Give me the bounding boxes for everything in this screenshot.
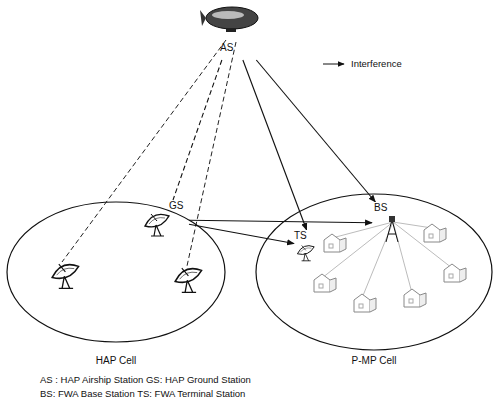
cell-outline	[7, 202, 225, 342]
node-label: AS	[220, 42, 233, 54]
link-line	[173, 60, 222, 200]
legend-text: Interference	[351, 58, 402, 69]
dish-antenna	[297, 245, 314, 260]
radio-link	[393, 222, 432, 228]
node-shape	[254, 192, 494, 368]
node-label: TS	[294, 230, 307, 242]
cell-region: P-MP Cell TS BS	[254, 192, 494, 368]
building	[404, 289, 426, 307]
radio-link	[322, 222, 393, 278]
station: TS	[294, 230, 332, 264]
station: GS	[143, 200, 189, 240]
interference-arrow	[189, 220, 372, 222]
station: BS	[372, 202, 414, 244]
dish-antenna	[52, 264, 78, 288]
airship	[200, 7, 258, 32]
building	[354, 294, 376, 312]
legend-sample	[322, 59, 346, 69]
node-label: BS	[374, 202, 387, 214]
cell-region: HAP Cell GS	[5, 200, 227, 368]
dish-antenna	[145, 214, 169, 236]
interference-arrow	[243, 60, 307, 230]
abbreviation-note: AS : HAP Airship Station GS: HAP Ground …	[40, 374, 251, 386]
dish-antenna	[175, 268, 201, 292]
radio-link	[393, 222, 452, 268]
node-label: GS	[169, 200, 183, 212]
building	[424, 224, 446, 242]
legend-item: Interference	[322, 58, 402, 70]
building	[314, 274, 336, 292]
building	[324, 234, 346, 252]
abbreviation-note: BS: FWA Base Station TS: FWA Terminal St…	[40, 388, 245, 400]
link-lines	[62, 40, 236, 266]
radio-link	[332, 222, 393, 238]
airship-station: AS	[200, 2, 264, 60]
node-label: HAP Cell	[5, 355, 227, 367]
building	[444, 264, 466, 282]
base-station-mast	[386, 216, 398, 242]
cell-outline	[256, 194, 492, 350]
interference-arrow	[256, 60, 375, 202]
node-label: P-MP Cell	[254, 355, 494, 367]
node-shape	[5, 200, 227, 368]
